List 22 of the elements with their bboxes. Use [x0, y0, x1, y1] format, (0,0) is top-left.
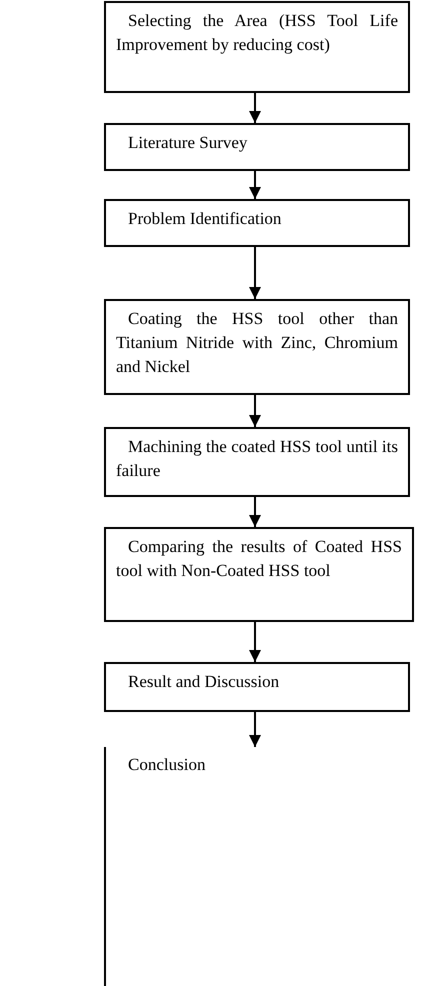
- process-box: [104, 527, 414, 622]
- arrow: [249, 93, 261, 123]
- step-text: Comparing the results of Coated HSS tool with Non-Coated HSS tool: [116, 536, 402, 582]
- step-text: Result and Discussion: [127, 671, 280, 693]
- arrow: [249, 622, 261, 662]
- step-text: Problem Identification: [127, 208, 282, 230]
- arrow: [249, 247, 261, 299]
- arrow: [249, 395, 261, 427]
- process-box: [104, 662, 410, 712]
- step-text: Selecting the Area (HSS Tool Life Improvement by reducing cost): [116, 10, 398, 56]
- arrow: [249, 712, 261, 747]
- step-text: Conclusion: [127, 754, 206, 776]
- process-box: [104, 1, 410, 93]
- step-text: Literature Survey: [127, 132, 248, 154]
- process-box: [104, 299, 410, 395]
- process-box: [104, 199, 410, 247]
- arrow: [249, 171, 261, 199]
- step-text: Machining the coated HSS tool until its failure: [116, 436, 398, 482]
- arrow: [249, 497, 261, 527]
- process-box: [104, 123, 410, 171]
- step-text: Coating the HSS tool other than Titanium Nitride with Zinc, Chromium and Nickel: [116, 308, 398, 378]
- process-box: [104, 427, 410, 497]
